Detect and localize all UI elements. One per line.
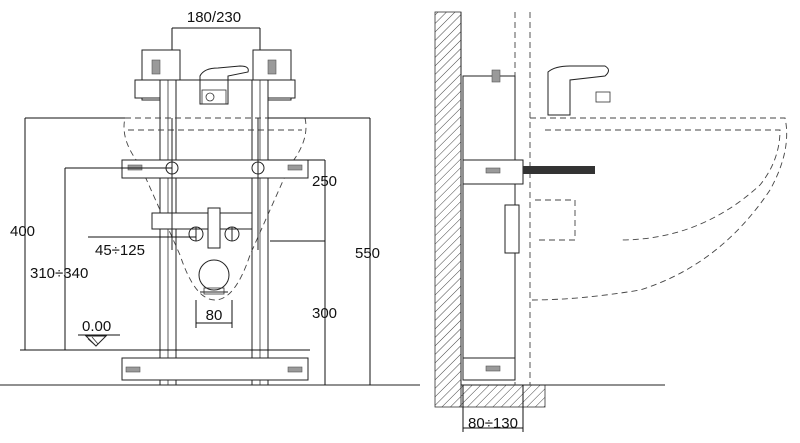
front-view: 180/230 — [0, 9, 420, 386]
dim-550-label: 550 — [355, 245, 380, 262]
drain — [198, 259, 230, 295]
zero-level-marker: 0.00 — [20, 318, 310, 351]
depth-dimension: 80÷130 — [462, 385, 524, 432]
washbasin-outline — [123, 117, 307, 301]
drain-spacing-label: 80 — [206, 307, 223, 324]
waste-pipe — [523, 166, 595, 174]
height-400-label: 400 — [10, 223, 35, 240]
frame-width-dimension: 180/230 — [171, 9, 261, 72]
frame-width-label: 180/230 — [187, 9, 241, 26]
wall-hatch — [434, 11, 462, 408]
side-washbasin-outline — [529, 117, 788, 301]
cross-braces — [121, 159, 309, 381]
drain-spacing-dimension: 80 — [195, 300, 233, 328]
zero-level-label: 0.00 — [82, 318, 111, 335]
supply-valves — [165, 118, 265, 250]
depth-label: 80÷130 — [468, 415, 518, 432]
right-dimensions: 250 300 550 — [268, 117, 380, 385]
faucet — [199, 65, 249, 105]
side-faucet — [547, 65, 609, 116]
offset-45-125-label: 45÷125 — [95, 242, 145, 259]
side-view: 80÷130 — [434, 11, 788, 432]
offset-45-125-dimension: 45÷125 — [88, 236, 196, 259]
height-310-340-dimension: 310÷340 — [30, 167, 172, 350]
height-310-340-label: 310÷340 — [30, 265, 88, 282]
dim-300-label: 300 — [312, 305, 337, 322]
height-400-dimension: 400 — [10, 117, 125, 350]
dim-250-label: 250 — [312, 173, 337, 190]
side-frame — [462, 69, 524, 381]
